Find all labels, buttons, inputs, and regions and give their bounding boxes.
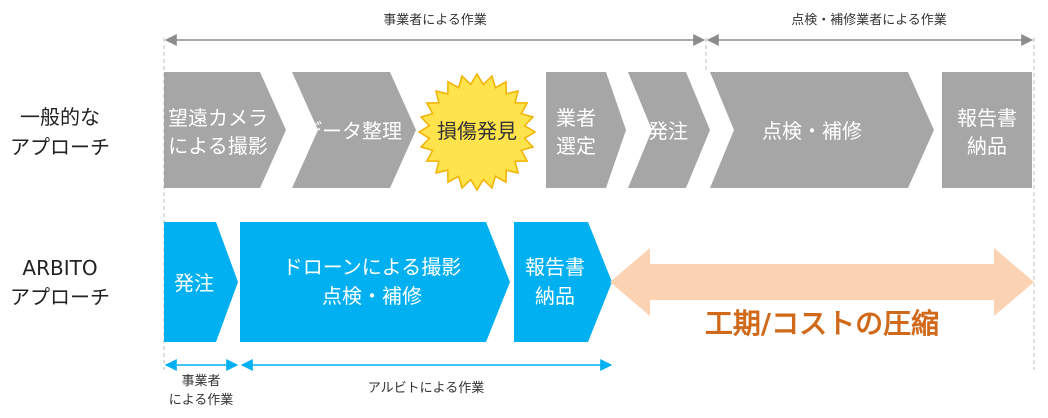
general-step-inspection-repair-label: 点検・補修 bbox=[762, 119, 862, 143]
general-row-label-line1: 一般的な bbox=[20, 105, 100, 129]
general-step-report-delivery-line1: 報告書 bbox=[957, 106, 1017, 130]
bottom-span-right-label: アルビトによる作業 bbox=[368, 380, 484, 396]
arbito-row-label-line2: アプローチ bbox=[10, 285, 110, 309]
general-step-inspection-repair bbox=[710, 72, 934, 188]
arbito-step-report-delivery-line2: 納品 bbox=[535, 284, 575, 308]
arbito-step-drone-inspection-line2: 点検・補修 bbox=[322, 284, 422, 308]
general-step-data-organization bbox=[292, 72, 416, 188]
reduction-double-arrow bbox=[610, 248, 1034, 316]
arbito-step-drone-inspection bbox=[240, 222, 510, 342]
damage-discovery-burst bbox=[417, 72, 537, 192]
general-step-report-delivery bbox=[942, 72, 1032, 188]
general-step-order-label: 発注 bbox=[648, 119, 688, 143]
arbito-step-order-label: 発注 bbox=[174, 271, 214, 295]
general-row-label-line2: アプローチ bbox=[10, 135, 110, 159]
general-step-order bbox=[628, 72, 710, 188]
general-step-aerial-photo-line2: による撮影 bbox=[168, 134, 267, 158]
general-step-contractor-selection bbox=[546, 72, 626, 188]
general-step-aerial-photo bbox=[164, 72, 286, 188]
top-span-right-label: 点検・補修業者による作業 bbox=[791, 12, 947, 28]
arbito-step-report-delivery-line1: 報告書 bbox=[525, 255, 585, 279]
arbito-step-order bbox=[164, 222, 238, 342]
arbito-step-drone-inspection-line1: ドローンによる撮影 bbox=[283, 255, 461, 279]
bottom-span-left-label-line2: による作業 bbox=[169, 392, 234, 408]
general-step-aerial-photo-line1: 望遠カメラ bbox=[168, 106, 268, 130]
arbito-row-label-line1: ARBITO bbox=[22, 256, 97, 280]
general-step-report-delivery-line2: 納品 bbox=[967, 134, 1007, 158]
bottom-span-left-label-line1: 事業者 bbox=[181, 373, 220, 389]
general-step-data-organization-label: データ整理 bbox=[302, 119, 402, 143]
general-step-contractor-selection-line2: 選定 bbox=[556, 134, 596, 158]
damage-discovery-label: 損傷発見 bbox=[437, 119, 517, 143]
general-step-contractor-selection-line1: 業者 bbox=[556, 106, 596, 130]
reduction-label: 工期/コストの圧縮 bbox=[705, 307, 939, 340]
arbito-step-report-delivery bbox=[514, 222, 612, 342]
top-span-left-label: 事業者による作業 bbox=[383, 12, 487, 28]
